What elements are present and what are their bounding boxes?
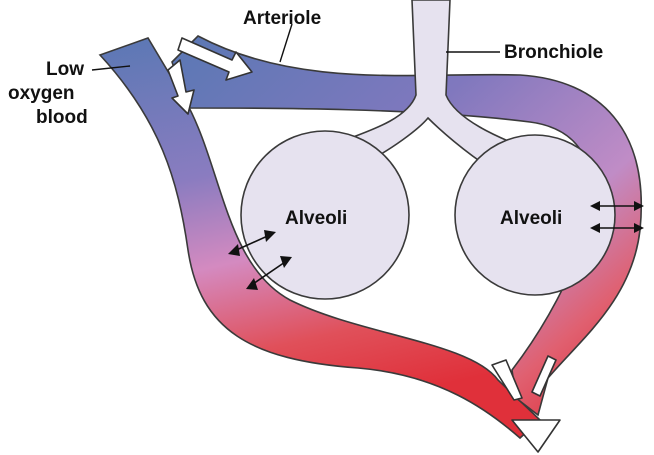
bronchiole-label: Bronchiole: [504, 42, 603, 63]
alveoli-left-label: Alveoli: [285, 208, 347, 229]
arteriole-label: Arteriole: [243, 8, 321, 29]
arteriole-leader-line: [280, 24, 292, 62]
alveoli-right-label: Alveoli: [500, 208, 562, 229]
low-oxygen-label-line3: blood: [36, 107, 88, 128]
low-oxygen-label-line1: Low: [46, 59, 84, 80]
low-oxygen-label-line2: oxygen: [8, 83, 75, 104]
